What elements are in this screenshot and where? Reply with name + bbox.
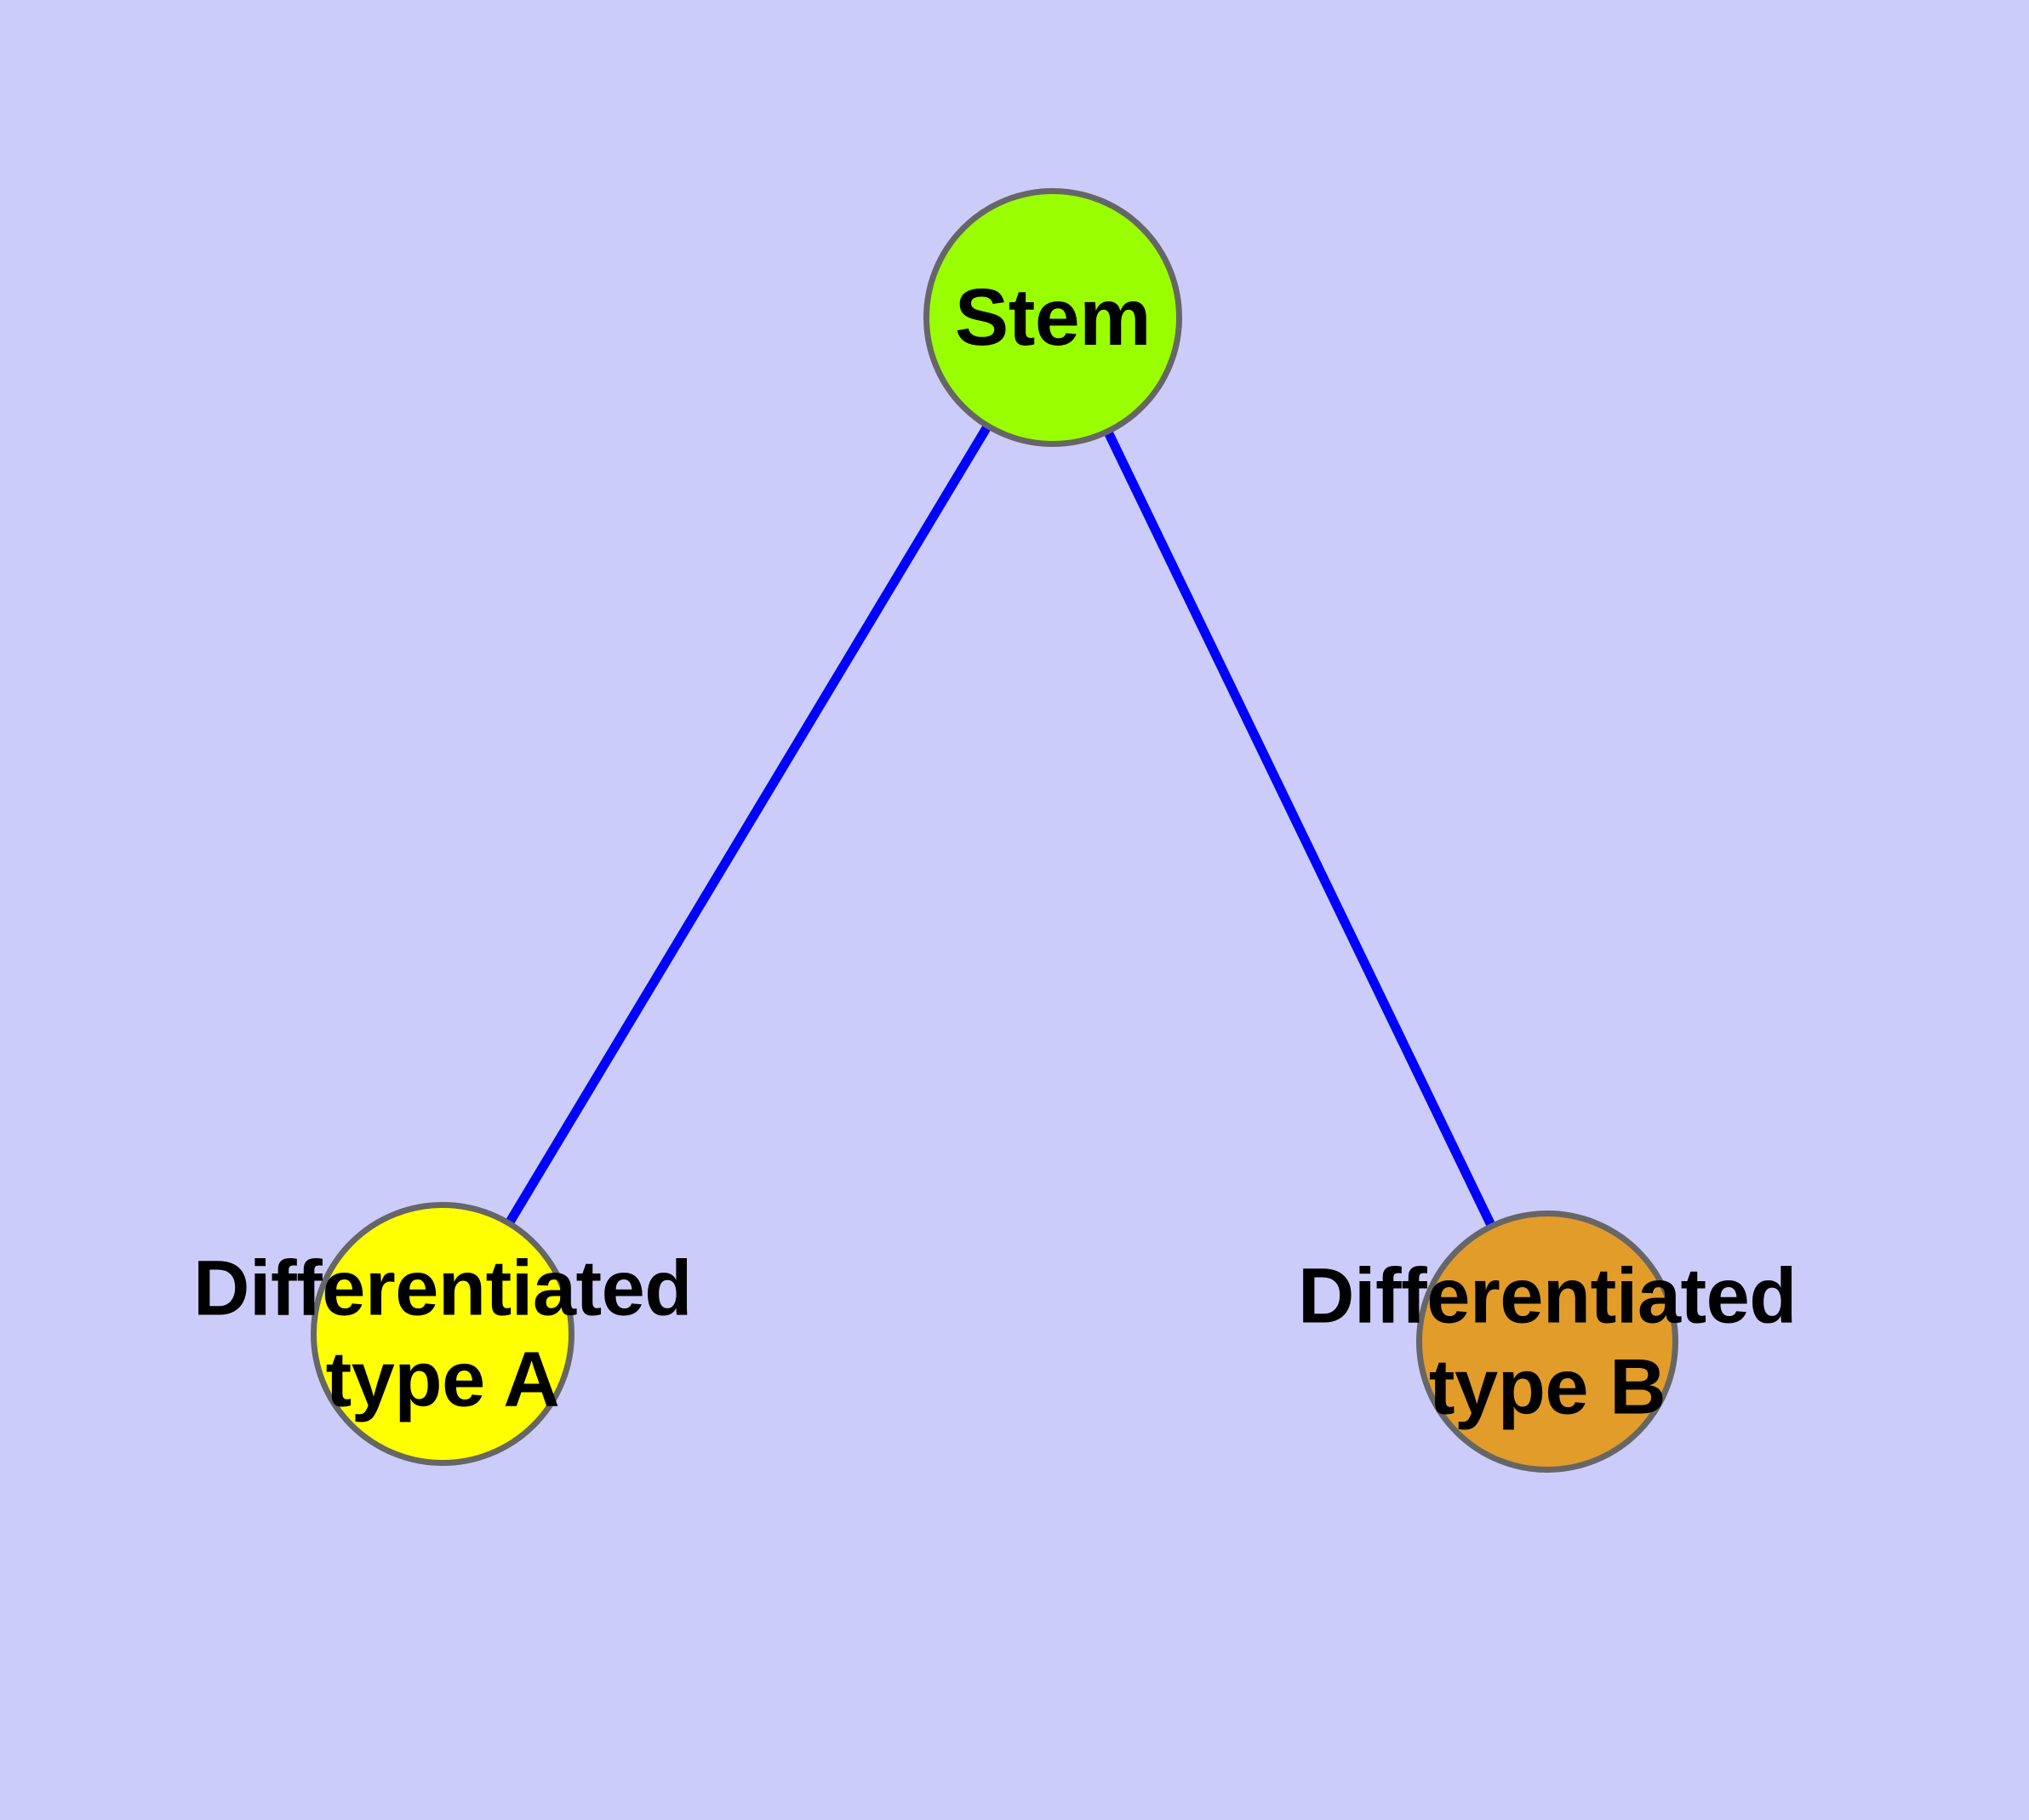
node-stem[interactable]: Stem	[923, 188, 1182, 447]
node-differentiated-type-b[interactable]: Differentiated type B	[1298, 1210, 1797, 1473]
edge-stem-to-diff-a	[438, 315, 1057, 1336]
node-stem-label: Stem	[954, 272, 1152, 363]
node-differentiated-type-a[interactable]: Differentiated type A	[193, 1202, 692, 1466]
edge-stem-to-diff-b	[1049, 315, 1552, 1344]
